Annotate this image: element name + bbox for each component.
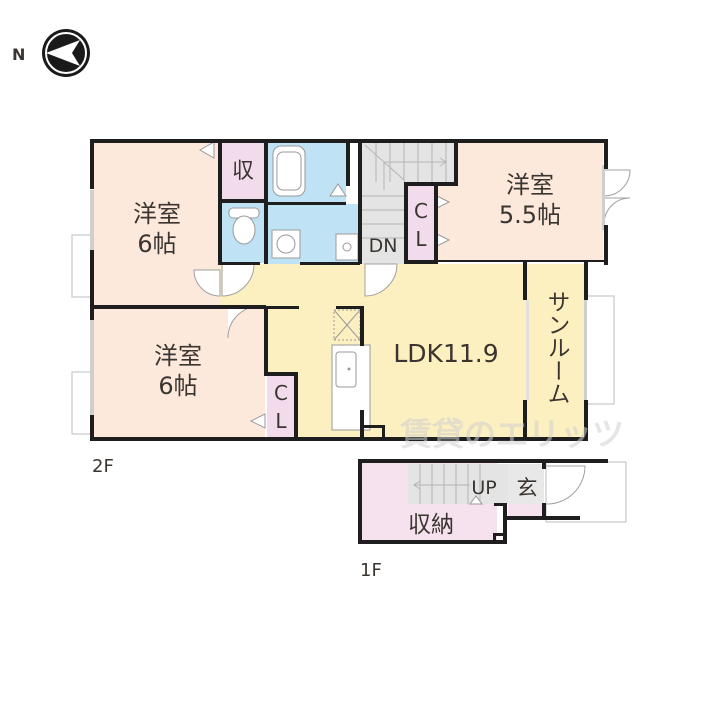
room-storage-small bbox=[222, 142, 266, 200]
stairs-up-area bbox=[408, 464, 508, 504]
walls-2f bbox=[90, 139, 608, 441]
stairs-up-label: UP bbox=[471, 477, 496, 499]
bedroom-nw-size: 6帖 bbox=[137, 230, 176, 258]
bedroom-sw-name: 洋室 bbox=[154, 342, 202, 370]
closet-1-c: C bbox=[414, 199, 428, 223]
bedroom-ne-name: 洋室 bbox=[506, 171, 554, 199]
bedroom-sw-size: 6帖 bbox=[158, 372, 197, 400]
labels-1f: 収納 UP 玄 1F bbox=[360, 476, 538, 581]
north-arrow-icon bbox=[42, 29, 90, 77]
room-closet-1 bbox=[407, 186, 435, 262]
floor-1f bbox=[358, 459, 627, 544]
ldk-label: LDK11.9 bbox=[393, 339, 498, 368]
storage-small-label: 収 bbox=[232, 159, 254, 184]
bedroom-ne-size: 5.5帖 bbox=[499, 201, 561, 229]
toilet-icon bbox=[228, 207, 260, 245]
sunroom-label: サンルーム bbox=[543, 290, 570, 405]
closet-2-c: C bbox=[274, 381, 288, 405]
doors bbox=[193, 141, 631, 429]
compass-label: N bbox=[12, 45, 25, 64]
room-closet-2 bbox=[267, 375, 295, 437]
room-entrance bbox=[508, 464, 544, 504]
washbasin-icon bbox=[335, 233, 359, 261]
entrance-label: 玄 bbox=[517, 476, 538, 500]
washing-machine-icon bbox=[271, 229, 301, 259]
stairs-down-label: DN bbox=[369, 235, 398, 257]
watermark: 賃貸のエリッツ bbox=[399, 415, 624, 453]
compass: N bbox=[12, 29, 90, 77]
kitchen-sink-icon bbox=[331, 344, 371, 431]
stairs-down-lines bbox=[362, 142, 447, 239]
room-bedroom-ne bbox=[437, 142, 603, 262]
closet-1-l: L bbox=[415, 227, 427, 251]
room-sunroom bbox=[527, 264, 584, 437]
storage-1f-label: 収納 bbox=[408, 512, 454, 538]
labels-2f: 洋室 6帖 洋室 6帖 洋室 5.5帖 収 C L C L DN LDK11.9… bbox=[92, 159, 570, 477]
room-bedroom-sw bbox=[93, 307, 265, 437]
floor-1f-label: 1F bbox=[360, 560, 382, 581]
bedroom-nw-name: 洋室 bbox=[133, 200, 181, 228]
floor-2f-label: 2F bbox=[92, 456, 114, 477]
bathtub-icon bbox=[272, 145, 306, 197]
closet-2-l: L bbox=[275, 409, 287, 433]
